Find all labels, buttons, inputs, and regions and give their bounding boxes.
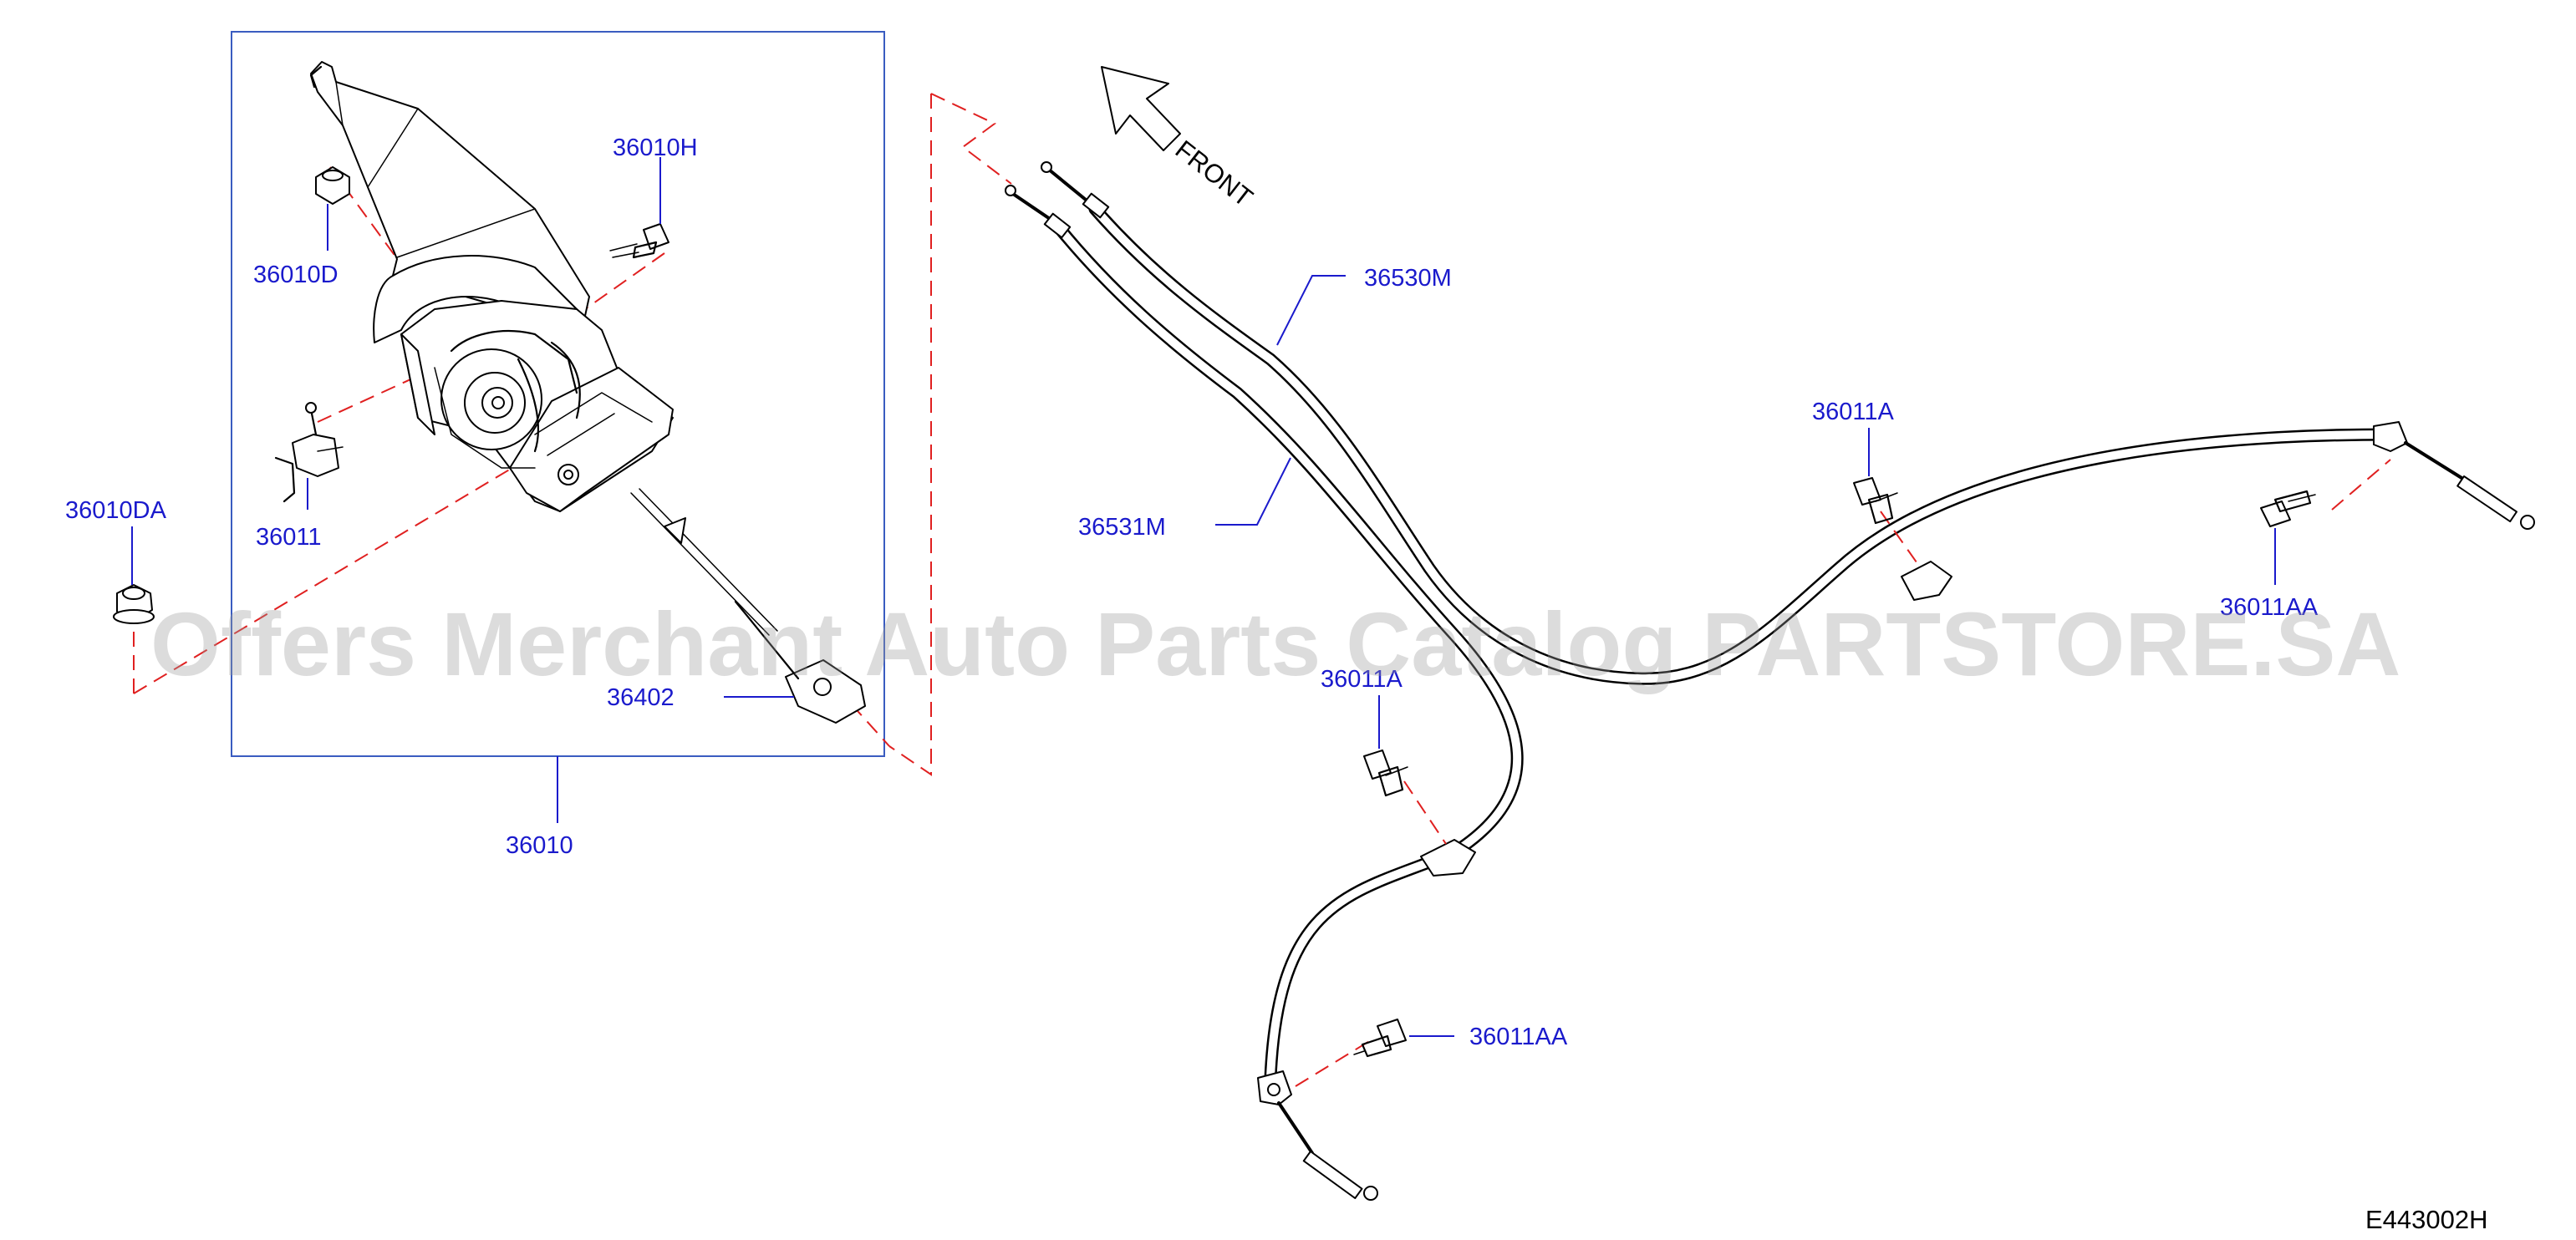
- part-label-36010H[interactable]: 36010H: [613, 135, 698, 161]
- parking-brake-lever-icon: [309, 61, 866, 724]
- clip-icon-36011: [274, 402, 344, 503]
- nut-icon-36010D: [315, 166, 350, 205]
- part-label-36010DA[interactable]: 36010DA: [65, 497, 167, 524]
- front-label: FRONT: [1170, 135, 1259, 212]
- bolt-icon-36011AA-right: [2260, 490, 2316, 527]
- cable-front-ends: [1005, 161, 1110, 239]
- leader-36531M: [1215, 457, 1291, 526]
- clip-icon-right: [1901, 561, 1952, 601]
- watermark: Offers Merchant Auto Parts Catalog PARTS…: [150, 593, 2400, 694]
- left-cable-dash: [1295, 1039, 1372, 1087]
- center-clip-dash: [1403, 780, 1447, 845]
- right-cable-dash: [2331, 459, 2391, 511]
- bolt-icon-36011A-right: [1853, 477, 1898, 525]
- rear-cable-end-right: [2373, 421, 2535, 530]
- nut-icon-36010DA: [113, 584, 155, 624]
- part-label-36010D[interactable]: 36010D: [253, 262, 339, 288]
- part-label-36011A-center[interactable]: 36011A: [1321, 666, 1403, 693]
- part-label-36530M[interactable]: 36530M: [1364, 265, 1452, 292]
- bolt-icon-36010H: [609, 223, 669, 259]
- front-arrow-icon: [1101, 66, 1181, 151]
- part-label-36531M[interactable]: 36531M: [1078, 514, 1166, 541]
- bolt-icon-36011A-center: [1363, 750, 1408, 797]
- part-label-36010[interactable]: 36010: [506, 832, 573, 859]
- front-cable-36531M: [1051, 219, 1524, 1085]
- diagram-code: E443002H: [2365, 1205, 2488, 1234]
- clip-icon-center: [1420, 839, 1476, 877]
- part-label-36011A-right[interactable]: 36011A: [1812, 399, 1894, 425]
- bolt-icon-36011AA-bottom: [1353, 1019, 1407, 1058]
- part-label-36402[interactable]: 36402: [607, 684, 675, 711]
- front-cable-36530M: [1088, 202, 2397, 685]
- rear-cable-end-left: [1257, 1070, 1378, 1201]
- part-label-36011AA-right[interactable]: 36011AA: [2220, 594, 2319, 621]
- leader-36530M: [1276, 275, 1346, 346]
- part-label-36011[interactable]: 36011: [256, 524, 322, 551]
- right-clip-dash: [1880, 511, 1922, 569]
- part-label-36011AA-bottom[interactable]: 36011AA: [1469, 1024, 1568, 1050]
